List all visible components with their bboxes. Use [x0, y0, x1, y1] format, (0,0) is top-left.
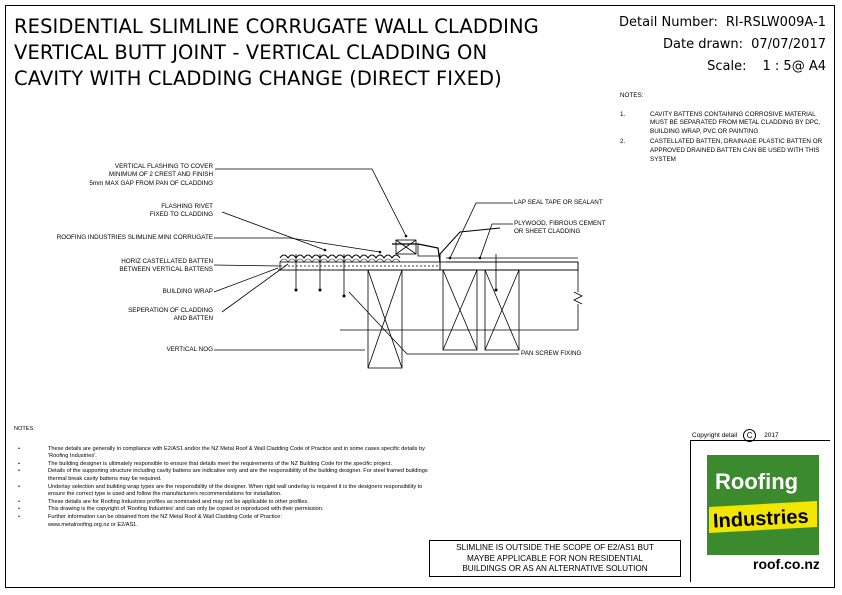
- label-plywood: PLYWOOD, FIBROUS CEMENT OR SHEET CLADDIN…: [514, 220, 606, 237]
- label-lap-seal: LAP SEAL TAPE OR SEALANT: [514, 199, 603, 207]
- detail-meta: Detail Number: RI-RSLW009A-1 Date drawn: 0…: [619, 12, 826, 78]
- note-text: Further information can be obtained from…: [48, 513, 282, 520]
- logo-word-industries: Industries: [712, 506, 809, 533]
- note-number: 2.: [620, 138, 626, 146]
- copyright: Copyright detail C 2017: [692, 429, 779, 442]
- title-line-3: CAVITY WITH CLADDING CHANGE (DIRECT FIXE…: [14, 67, 502, 90]
- label-line: ROOFING INDUSTRIES SLIMLINE MINI CORRUGA…: [56, 234, 213, 241]
- notes-bottom-item: •Underlay selection and building wrap ty…: [18, 483, 423, 498]
- notes-right: NOTES: 1. CAVITY BATTENS CONTAINING CORR…: [620, 92, 830, 166]
- note-text: The building designer is ultimately resp…: [48, 460, 392, 467]
- drawing-frame: [5, 5, 835, 588]
- note-text: CASTELLATED BATTEN, DRAINAGE PLASTIC BAT…: [650, 138, 823, 163]
- label-vertical-nog: VERTICAL NOG: [78, 346, 213, 354]
- note-text: CAVITY BATTENS CONTAINING CORROSIVE MATE…: [650, 110, 821, 135]
- date-drawn-row: Date drawn: 07/07/2017: [619, 34, 826, 56]
- logo-yellow-band: [709, 501, 817, 533]
- detail-title: RESIDENTIAL SLIMLINE CORRUGATE WALL CLAD…: [14, 14, 539, 92]
- copyright-label: Copyright detail: [692, 432, 738, 440]
- label-line: LAP SEAL TAPE OR SEALANT: [514, 199, 603, 206]
- label-line: VERTICAL NOG: [166, 346, 213, 353]
- note-text: These details are for Roofing Industries…: [48, 498, 309, 505]
- roofing-industries-logo: Roofing Industries roof.co.nz: [707, 455, 819, 572]
- date-drawn-label: Date drawn:: [663, 37, 744, 52]
- scope-line: MAYBE APPLICABLE FOR NON RESIDENTIAL: [467, 553, 643, 563]
- title-line-1: RESIDENTIAL SLIMLINE CORRUGATE WALL CLAD…: [14, 15, 539, 38]
- notes-bottom-item: •This drawing is the copyright of 'Roofi…: [18, 506, 324, 513]
- note-text: These details are generally in complianc…: [48, 445, 425, 460]
- label-line: SEPERATION OF CLADDING: [128, 307, 213, 314]
- label-separation: SEPERATION OF CLADDING AND BATTEN: [78, 307, 213, 324]
- scope-notice: SLIMLINE IS OUTSIDE THE SCOPE OF E2/AS1 …: [429, 540, 681, 577]
- label-line: BUILDING WRAP: [162, 288, 213, 295]
- note-text: Underlay selection and building wrap typ…: [48, 483, 423, 498]
- notes-bottom-heading: NOTES:: [14, 426, 35, 432]
- note-number: 1.: [620, 110, 626, 118]
- scale-value: 1 : 5@ A4: [762, 59, 826, 74]
- label-flashing-rivet: FLASHING RIVET FIXED TO CLADDING: [78, 203, 213, 220]
- notes-bottom: NOTES: •These details are generally in c…: [14, 426, 429, 529]
- logo-panel: [690, 440, 830, 582]
- label-line: BETWEEN VERTICAL BATTENS: [119, 266, 213, 274]
- detail-number-row: Detail Number: RI-RSLW009A-1: [619, 12, 826, 34]
- label-line: FIXED TO CLADDING: [149, 211, 213, 219]
- note-text: Details of the supporting structure incl…: [48, 468, 428, 482]
- label-pan-screw: PAN SCREW FIXING: [521, 350, 581, 358]
- label-vertical-flashing: VERTICAL FLASHING TO COVER MINIMUM OF 2 …: [78, 163, 213, 188]
- scale-label: Scale:: [707, 59, 747, 74]
- notes-right-heading: NOTES:: [620, 92, 644, 99]
- label-line: PAN SCREW FIXING: [521, 350, 582, 357]
- scale-row: Scale: 1 : 5@ A4: [619, 56, 826, 78]
- notes-bottom-item: •The building designer is ultimately res…: [18, 460, 392, 467]
- label-slimline-corrugate: ROOFING INDUSTRIES SLIMLINE MINI CORRUGA…: [20, 234, 213, 242]
- notes-bottom-item: •Further information can be obtained fro…: [18, 513, 282, 520]
- detail-number-value: RI-RSLW009A-1: [725, 15, 826, 30]
- notes-bottom-tail: www.metalroofing.org.nz or E2/AS1.: [48, 521, 138, 528]
- label-line: AND BATTEN: [173, 315, 213, 323]
- date-drawn-value: 07/07/2017: [751, 37, 826, 52]
- label-line: PLYWOOD, FIBROUS CEMENT: [514, 220, 606, 227]
- logo-word-roofing: Roofing: [715, 469, 798, 494]
- label-line: OR SHEET CLADDING: [514, 228, 581, 236]
- label-line: MINIMUM OF 2 CREST AND FINISH: [108, 171, 213, 179]
- detail-number-label: Detail Number:: [619, 15, 718, 30]
- copyright-year: 2017: [764, 432, 779, 440]
- note-text: This drawing is the copyright of 'Roofin…: [48, 506, 324, 513]
- label-line: FLASHING RIVET: [161, 203, 213, 210]
- notes-bottom-item: •These details are for Roofing Industrie…: [18, 498, 309, 505]
- logo-url: roof.co.nz: [753, 556, 819, 572]
- notes-bottom-item: •Details of the supporting structure inc…: [18, 468, 428, 482]
- notes-right-item: 2. CASTELLATED BATTEN, DRAINAGE PLASTIC …: [620, 138, 830, 164]
- scope-line: BUILDINGS OR AS AN ALTERNATIVE SOLUTION: [462, 564, 648, 573]
- label-line: HORIZ CASTELLATED BATTEN: [121, 258, 213, 265]
- scope-line: SLIMLINE IS OUTSIDE THE SCOPE OF E2/AS1 …: [456, 543, 654, 552]
- notes-bottom-item: •These details are generally in complian…: [18, 445, 425, 460]
- copyright-icon: C: [743, 429, 757, 442]
- label-castellated-batten: HORIZ CASTELLATED BATTEN BETWEEN VERTICA…: [78, 258, 213, 275]
- label-building-wrap: BUILDING WRAP: [78, 288, 213, 296]
- label-line: VERTICAL FLASHING TO COVER: [114, 163, 213, 170]
- title-line-2: VERTICAL BUTT JOINT - VERTICAL CLADDING …: [14, 41, 488, 64]
- notes-right-item: 1. CAVITY BATTENS CONTAINING CORROSIVE M…: [620, 111, 830, 137]
- label-line: 5mm MAX GAP FROM PAN OF CLADDING: [89, 179, 213, 187]
